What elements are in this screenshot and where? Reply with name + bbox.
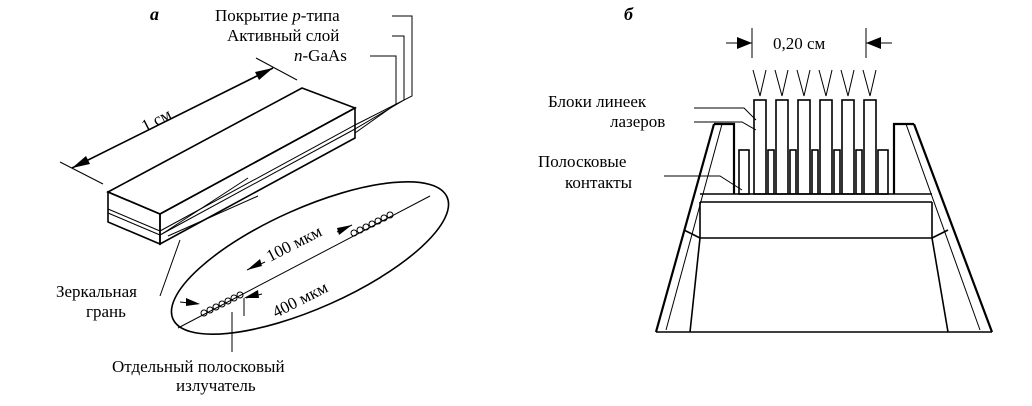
magnified-facet	[161, 177, 450, 336]
stripe-contacts	[738, 149, 889, 195]
width-label: 0,20 см	[773, 34, 826, 53]
panel-b: б 0,20 см	[538, 4, 994, 333]
label-contacts-line2: контакты	[565, 173, 633, 192]
emitter-dots-left	[200, 291, 244, 317]
blocks-leader	[694, 107, 757, 121]
label-mirror-line1: Зеркальная	[56, 282, 137, 301]
heatsink-housing	[654, 122, 994, 333]
panel-a-letter: а	[150, 4, 159, 24]
laser-bar	[106, 87, 357, 246]
layer-leaders	[354, 15, 413, 134]
mirror-leader	[159, 239, 181, 297]
laser-bar-blocks	[753, 99, 877, 195]
length-label: 1 см	[138, 104, 175, 135]
label-emitter-line1: Отдельный полосковый	[112, 357, 285, 376]
label-n-gaas-suffix: -GaAs	[303, 46, 347, 65]
label-blocks-line2: лазеров	[610, 112, 665, 131]
blocks-leader-2	[694, 121, 757, 131]
label-emitter-line2: излучатель	[176, 376, 256, 395]
contacts-leader	[664, 175, 743, 191]
label-p-cover: Покрытие p-типа	[215, 6, 340, 25]
label-p-cover-suffix: -типа	[301, 6, 340, 25]
label-active-layer: Активный слой	[227, 26, 339, 45]
dim-100-arrows	[246, 224, 353, 271]
width-dimension	[726, 28, 892, 58]
dim-400-label: 400 мкм	[269, 278, 331, 322]
label-contacts-line1: Полосковые	[538, 152, 626, 171]
panel-b-letter: б	[624, 4, 634, 24]
dim-100-label: 100 мкм	[263, 222, 325, 266]
label-n-gaas-italic: n	[294, 46, 303, 65]
emitter-dots-right	[350, 211, 394, 237]
label-n-gaas: n-GaAs	[294, 46, 347, 65]
length-dimension	[59, 57, 298, 185]
label-mirror-line2: грань	[86, 302, 126, 321]
dim-400-arrows	[179, 290, 263, 316]
label-p-cover-italic: p	[291, 6, 301, 25]
emission-rays	[752, 69, 877, 97]
label-blocks-line1: Блоки линеек	[548, 92, 647, 111]
label-p-cover-prefix: Покрытие	[215, 6, 292, 25]
panel-a: а Покрытие p-типа Активный слой n-GaAs	[56, 4, 450, 395]
